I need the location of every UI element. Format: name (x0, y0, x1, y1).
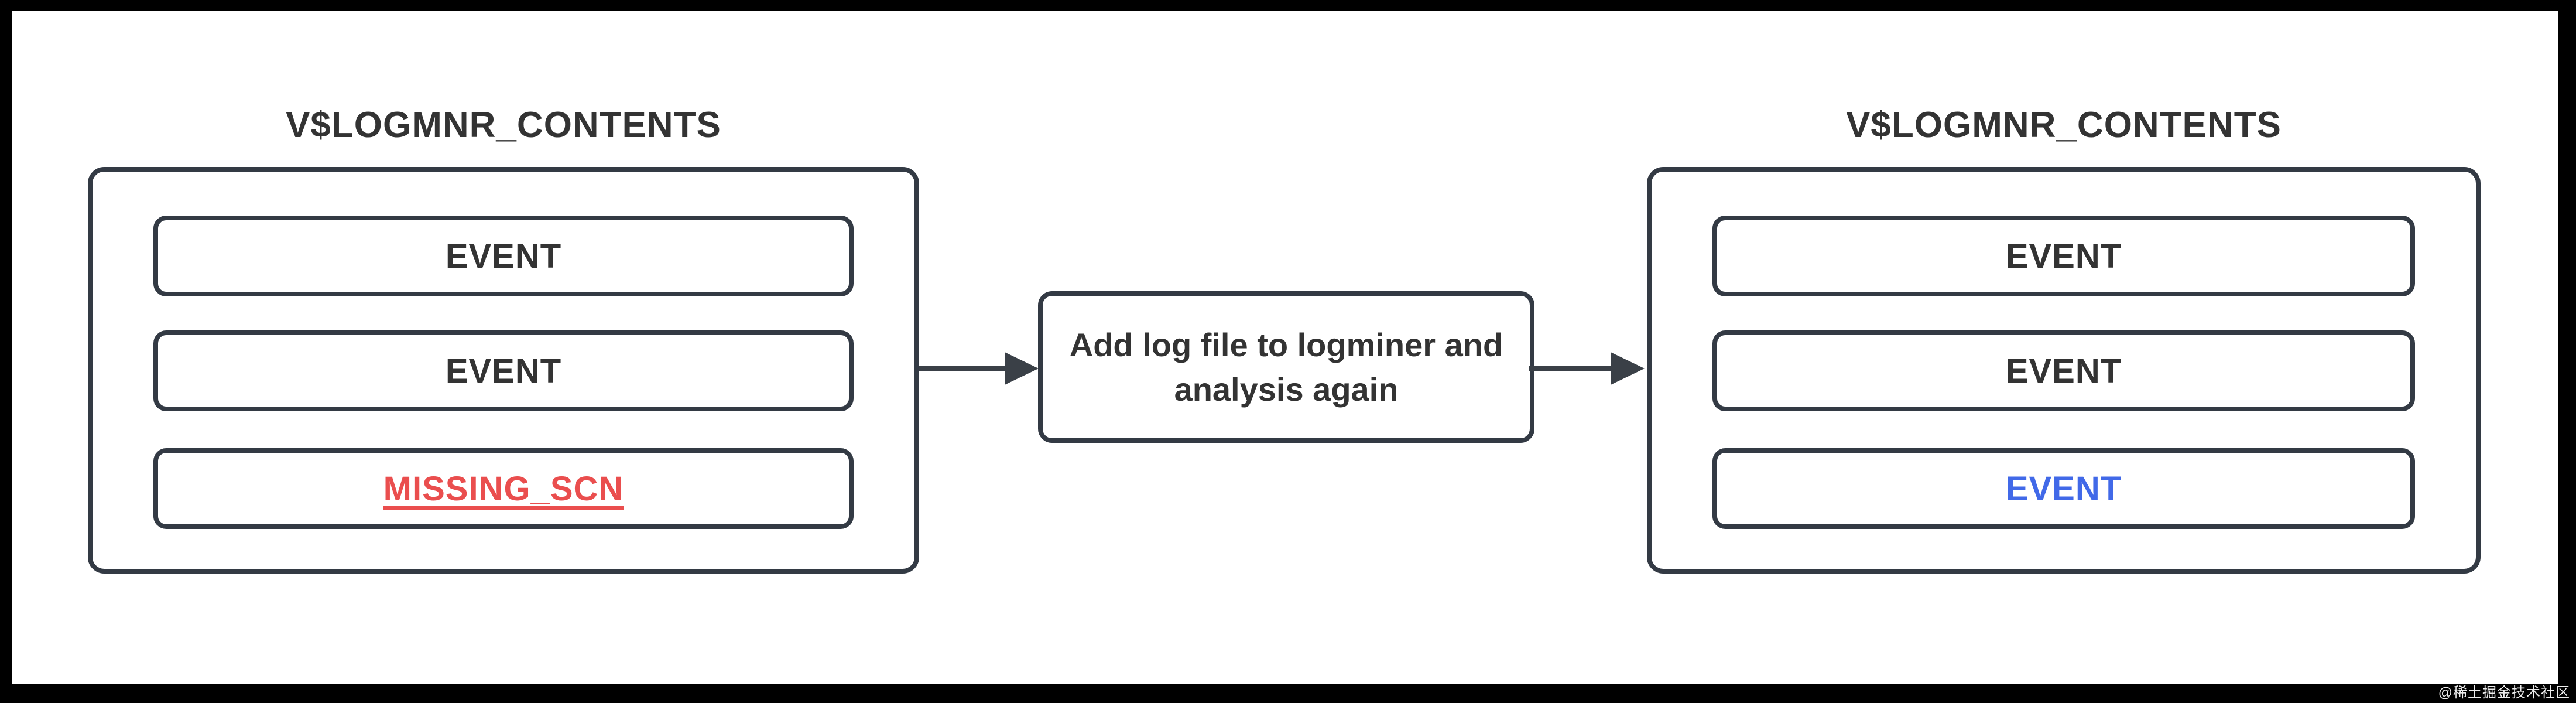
row-label: EVENT (2005, 352, 2122, 390)
right-table-title: V$LOGMNR_CONTENTS (1846, 105, 2282, 145)
left-table-box: EVENT EVENT MISSING_SCN (88, 167, 919, 574)
process-step-box: Add log file to logminer and analysis ag… (1038, 291, 1534, 443)
row-label: EVENT (445, 352, 562, 390)
left-table-row-missing-scn: MISSING_SCN (153, 448, 854, 529)
frame-border-top (0, 0, 2576, 11)
row-label: EVENT (2005, 237, 2122, 275)
watermark-text: @稀土掘金技术社区 (2438, 685, 2570, 701)
flow-arrow-right-line (1529, 366, 1612, 371)
row-label: EVENT (445, 237, 562, 275)
flow-arrow-right-head-icon (1611, 352, 1645, 385)
missing-scn-label: MISSING_SCN (383, 469, 624, 508)
frame-border-right (2558, 0, 2576, 703)
right-table-row-event-new: EVENT (1712, 448, 2415, 529)
right-table-row-event-2: EVENT (1712, 330, 2415, 411)
flow-arrow-left-head-icon (1005, 352, 1039, 385)
left-table-row-event-2: EVENT (153, 330, 854, 411)
new-event-label: EVENT (2005, 469, 2122, 508)
left-table-title: V$LOGMNR_CONTENTS (286, 105, 721, 145)
flow-arrow-left-line (919, 366, 1007, 371)
process-step-label: Add log file to logminer and analysis ag… (1069, 326, 1503, 408)
frame-border-bottom (0, 684, 2576, 703)
frame-border-left (0, 0, 12, 703)
right-table-row-event-1: EVENT (1712, 216, 2415, 296)
left-table-row-event-1: EVENT (153, 216, 854, 296)
right-table-box: EVENT EVENT EVENT (1647, 167, 2481, 574)
